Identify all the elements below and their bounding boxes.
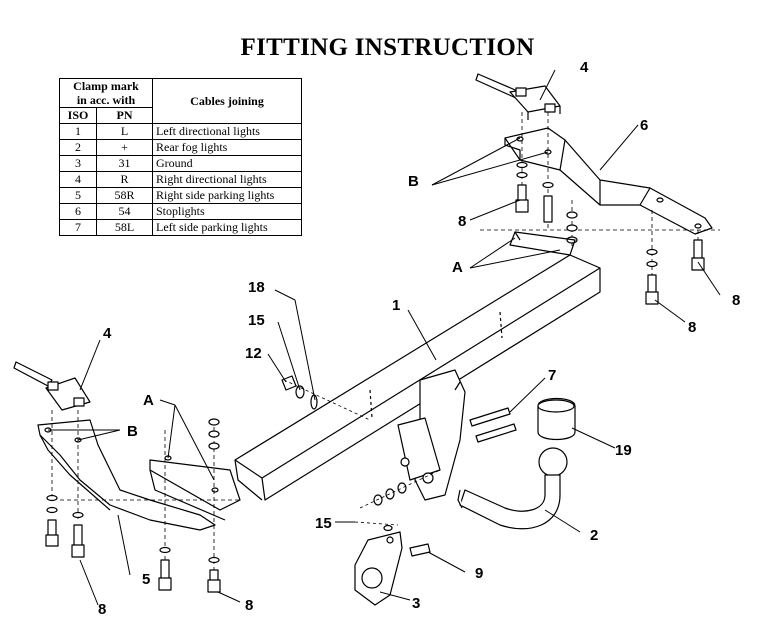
label-part-5: 5 bbox=[142, 571, 150, 588]
socket-plate bbox=[354, 521, 431, 606]
ball-cap bbox=[537, 397, 576, 441]
label-a-left: A bbox=[143, 392, 154, 409]
desc-cell: Stoplights bbox=[152, 203, 302, 220]
left-mounting-bracket bbox=[37, 419, 241, 531]
crossbar-end-fasteners bbox=[281, 375, 371, 421]
label-part-8-right-lower: 8 bbox=[688, 319, 696, 336]
label-part-15-lower: 15 bbox=[315, 515, 332, 532]
wiring-table: Clamp mark in acc. with Cables joining I… bbox=[59, 78, 302, 236]
hitch-nuts bbox=[359, 469, 441, 509]
label-part-7: 7 bbox=[548, 367, 556, 384]
hitch-mount-assembly bbox=[397, 369, 466, 501]
clamp-header-line1: Clamp mark bbox=[73, 79, 139, 93]
leader-lines bbox=[48, 69, 721, 606]
right-clamp-plate bbox=[475, 73, 561, 120]
left-bolts bbox=[45, 418, 221, 593]
iso-cell: 7 bbox=[59, 219, 97, 236]
left-clamp-plate bbox=[13, 361, 91, 411]
hitch-bolts bbox=[469, 407, 517, 443]
label-part-4-left: 4 bbox=[103, 325, 112, 342]
label-part-4-right: 4 bbox=[580, 59, 589, 76]
desc-cell: Right side parking lights bbox=[152, 187, 302, 204]
label-part-8-left: 8 bbox=[98, 601, 106, 618]
right-bolts bbox=[515, 161, 705, 305]
label-part-8-bottom: 8 bbox=[245, 597, 253, 614]
label-b-right: B bbox=[408, 173, 419, 190]
label-part-15-upper: 15 bbox=[248, 312, 265, 329]
pn-header: PN bbox=[96, 107, 153, 124]
label-a-right: A bbox=[452, 259, 463, 276]
label-part-18: 18 bbox=[248, 279, 265, 296]
cables-joining-header: Cables joining bbox=[152, 78, 302, 124]
label-part-1: 1 bbox=[392, 297, 400, 314]
label-part-19: 19 bbox=[615, 442, 632, 459]
left-assembly-axes bbox=[51, 410, 240, 575]
desc-cell: Ground bbox=[152, 155, 302, 172]
right-mounting-bracket bbox=[504, 127, 713, 235]
label-part-9: 9 bbox=[475, 565, 483, 582]
clamp-mark-header: Clamp mark in acc. with bbox=[59, 78, 153, 108]
label-part-8-upper: 8 bbox=[458, 213, 466, 230]
label-part-2: 2 bbox=[590, 527, 598, 544]
tow-ball-arm bbox=[457, 447, 568, 530]
label-part-8-far-right: 8 bbox=[732, 292, 740, 309]
pn-cell: 58L bbox=[96, 219, 153, 236]
desc-cell: Right directional lights bbox=[152, 171, 302, 188]
desc-cell: Left side parking lights bbox=[152, 219, 302, 236]
clamp-header-line2: in acc. with bbox=[76, 93, 136, 107]
label-part-3: 3 bbox=[412, 595, 420, 612]
label-b-left: B bbox=[127, 423, 138, 440]
pn-cell: 54 bbox=[96, 203, 153, 220]
label-part-6: 6 bbox=[640, 117, 648, 134]
pn-cell: 31 bbox=[96, 155, 153, 172]
page-title: FITTING INSTRUCTION bbox=[240, 34, 535, 61]
label-part-12: 12 bbox=[245, 345, 262, 362]
